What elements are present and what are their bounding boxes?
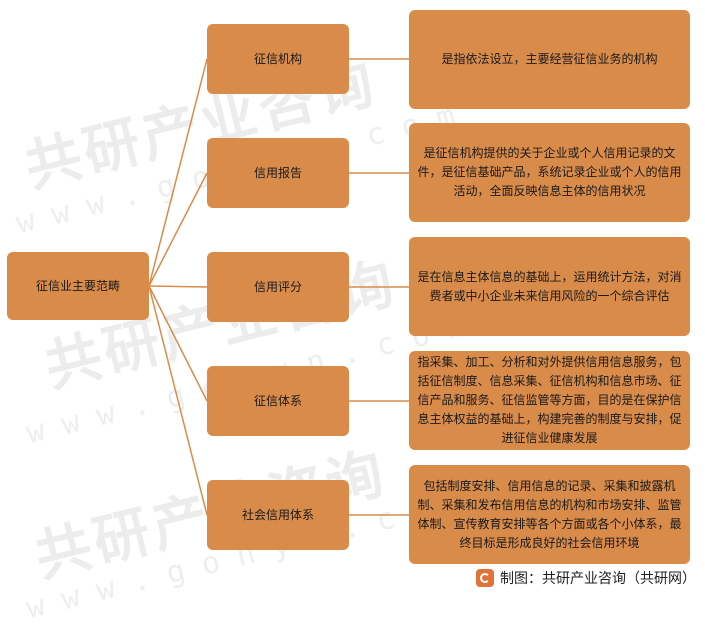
desc-text: 是征信机构提供的关于企业或个人信用记录的文件，是征信基础产品，系统记录企业或个人… [417,146,682,198]
node-label: 信用评分 [253,279,302,294]
connector-root-3 [148,285,208,288]
source-footer: 制图：共研产业咨询（共研网） [476,566,696,590]
desc-shehui-xinyong-tixi: 包括制度安排、信用信息的记录、采集和披露机制、采集和发布信用信息的机构和市场安排… [409,465,690,564]
connector-root-4 [148,285,208,402]
node-xinyong-baogao: 信用报告 [207,138,349,208]
connector-root-5 [148,285,208,516]
connector-root-1 [148,58,208,287]
root-node: 征信业主要范畴 [7,252,149,320]
connector-root-2 [148,172,208,287]
root-label: 征信业主要范畴 [35,278,120,293]
node-label: 征信体系 [253,393,302,408]
desc-xinyong-baogao: 是征信机构提供的关于企业或个人信用记录的文件，是征信基础产品，系统记录企业或个人… [409,123,690,222]
desc-text: 包括制度安排、信用信息的记录、采集和披露机制、采集和发布信用信息的机构和市场安排… [417,478,682,550]
desc-text: 是在信息主体信息的基础上，运用统计方法，对消费者或中小企业未来信用风险的一个综合… [417,269,682,303]
desc-text: 是指依法设立，主要经营征信业务的机构 [441,52,658,66]
node-shehui-xinyong-tixi: 社会信用体系 [207,480,349,550]
node-zhengxin-jigou: 征信机构 [207,24,349,94]
node-label: 信用报告 [253,165,302,180]
footer-text: 制图：共研产业咨询（共研网） [500,571,696,587]
desc-zhengxin-tixi: 指采集、加工、分析和对外提供信用信息服务，包括征信制度、信息采集、征信机构和信息… [409,351,690,450]
desc-zhengxin-jigou: 是指依法设立，主要经营征信业务的机构 [409,10,690,109]
desc-xinyong-pingfen: 是在信息主体信息的基础上，运用统计方法，对消费者或中小企业未来信用风险的一个综合… [409,237,690,336]
node-label: 征信机构 [253,51,302,66]
brand-logo-icon [476,569,494,587]
node-label: 社会信用体系 [241,507,314,522]
desc-text: 指采集、加工、分析和对外提供信用信息服务，包括征信制度、信息采集、征信机构和信息… [417,355,682,445]
node-zhengxin-tixi: 征信体系 [207,366,349,436]
connector-lines [148,58,409,516]
node-xinyong-pingfen: 信用评分 [207,252,349,322]
